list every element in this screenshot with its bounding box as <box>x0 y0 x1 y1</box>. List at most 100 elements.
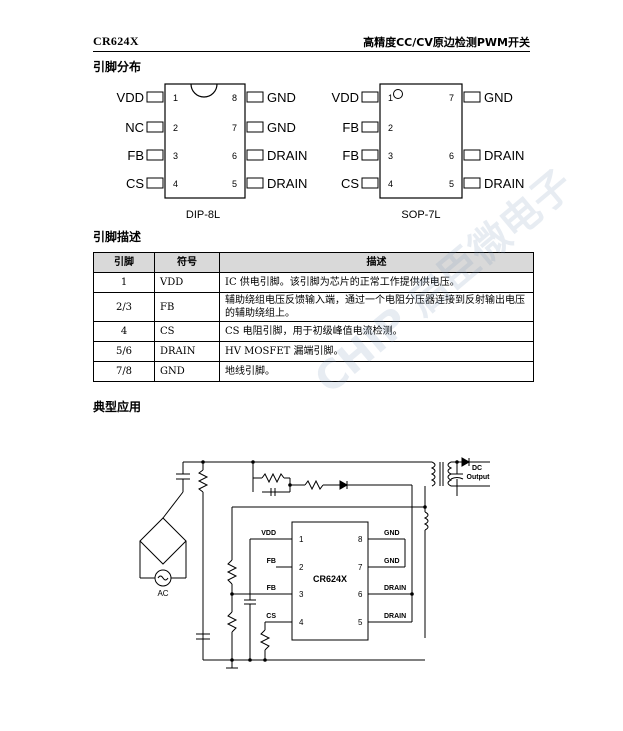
chip-pin-name: DRAIN <box>384 585 406 592</box>
sop7-pin-num: 3 <box>388 151 393 161</box>
pin-cell: 5/6 <box>93 341 155 362</box>
col-pin: 引脚 <box>93 252 155 273</box>
sop7-pin-num: 5 <box>449 179 454 189</box>
dip8-pin-name: DRAIN <box>267 176 307 191</box>
sop7-pin-num: 7 <box>449 93 454 103</box>
section-pin-description: 引脚描述 <box>93 230 142 244</box>
application-circuit: CR624X AC DC Output 1VDD2FB3FB4CS8GND7GN… <box>139 457 491 669</box>
chip-pin-num: 1 <box>299 535 304 544</box>
chip-label: CR624X <box>313 574 347 584</box>
sop7-pin-name: VDD <box>332 90 359 105</box>
dip8-pad-1 <box>146 91 164 103</box>
symbol-cell: GND <box>154 361 220 382</box>
dip8-pad-5 <box>246 177 264 189</box>
chip-pin-name: FB <box>267 558 276 565</box>
dip8-pin-name: CS <box>126 176 144 191</box>
sop7-pad-5 <box>463 177 481 189</box>
dip8-pin-name: GND <box>267 120 296 135</box>
dip8-pad-4 <box>146 177 164 189</box>
sop7-pad-7 <box>463 91 481 103</box>
table-row: 4 CS CS 电阻引脚，用于初级峰值电流检测。 <box>93 321 534 342</box>
dip8-pin-num: 7 <box>232 123 237 133</box>
sop7-label: SOP-7L <box>401 209 440 221</box>
table-header-row: 引脚 符号 描述 <box>93 252 534 273</box>
dip8-pin-num: 4 <box>173 179 178 189</box>
table-row: 7/8 GND 地线引脚。 <box>93 361 534 382</box>
desc-cell: 地线引脚。 <box>219 361 534 382</box>
sop7-pin-num: 6 <box>449 151 454 161</box>
chip-pin-name: GND <box>384 530 400 537</box>
desc-cell: 辅助绕组电压反馈输入端，通过一个电阻分压器连接到反射输出电压的辅助绕组上。 <box>219 292 534 322</box>
sop7-pin-name: CS <box>341 176 359 191</box>
table-row: 2/3 FB 辅助绕组电压反馈输入端，通过一个电阻分压器连接到反射输出电压的辅助… <box>93 292 534 322</box>
pin-description-table: 引脚 符号 描述 1 VDD IC 供电引脚。该引脚为芯片的正常工作提供供电压。… <box>93 252 534 382</box>
sop7-pin-name: DRAIN <box>484 148 524 163</box>
dip8-pad-7 <box>246 121 264 133</box>
chip-pin-num: 4 <box>299 618 304 627</box>
symbol-cell: FB <box>154 292 220 322</box>
col-symbol: 符号 <box>154 252 220 273</box>
pin-cell: 2/3 <box>93 292 155 322</box>
ac-label: AC <box>157 589 168 598</box>
desc-cell: CS 电阻引脚，用于初级峰值电流检测。 <box>219 321 534 342</box>
chip-pin-num: 3 <box>299 590 304 599</box>
chip-pin-num: 2 <box>299 563 304 572</box>
chip-pin-num: 8 <box>358 535 363 544</box>
dip8-pad-3 <box>146 149 164 161</box>
chip-pin-name: FB <box>267 585 276 592</box>
desc-cell: HV MOSFET 漏端引脚。 <box>219 341 534 362</box>
table-row: 1 VDD IC 供电引脚。该引脚为芯片的正常工作提供供电压。 <box>93 272 534 293</box>
pin-cell: 1 <box>93 272 155 293</box>
section-pin-layout: 引脚分布 <box>93 60 142 74</box>
sop7-pin-num: 1 <box>388 93 393 103</box>
sop7-pin-num: 2 <box>388 123 393 133</box>
doc-code: CR624X <box>93 34 139 48</box>
sop7-pad-1 <box>361 91 379 103</box>
sop7-pin-name: DRAIN <box>484 176 524 191</box>
chip-pin-num: 5 <box>358 618 363 627</box>
doc-title: 高精度CC/CV原边检测PWM开关 <box>363 36 530 49</box>
sop7-pad-4 <box>361 177 379 189</box>
symbol-cell: VDD <box>154 272 220 293</box>
dip8-pad-2 <box>146 121 164 133</box>
page-header: CR624X 高精度CC/CV原边检测PWM开关 <box>93 34 530 52</box>
dip8-pin-name: FB <box>127 148 144 163</box>
section-typical-application: 典型应用 <box>93 400 142 414</box>
dip8-pin-name: VDD <box>117 90 144 105</box>
desc-cell: IC 供电引脚。该引脚为芯片的正常工作提供供电压。 <box>219 272 534 293</box>
sop7-pad-6 <box>463 149 481 161</box>
dip8-pin-name: DRAIN <box>267 148 307 163</box>
chip-pin-num: 7 <box>358 563 363 572</box>
symbol-cell: DRAIN <box>154 341 220 362</box>
dip8-pad-6 <box>246 149 264 161</box>
dip8-pin-num: 5 <box>232 179 237 189</box>
dip8-pin-num: 3 <box>173 151 178 161</box>
chip-pin-num: 6 <box>358 590 363 599</box>
sop7-pin-name: FB <box>342 148 359 163</box>
dip8-label: DIP-8L <box>186 209 220 221</box>
dip8-pin-name: GND <box>267 90 296 105</box>
dip8-pin-name: NC <box>125 120 144 135</box>
pin-cell: 4 <box>93 321 155 342</box>
dip8-pin-num: 2 <box>173 123 178 133</box>
dip8-pin-num: 8 <box>232 93 237 103</box>
chip-pin-name: VDD <box>261 530 276 537</box>
sop7-pad-2 <box>361 121 379 133</box>
table-row: 5/6 DRAIN HV MOSFET 漏端引脚。 <box>93 341 534 362</box>
dip8-pad-8 <box>246 91 264 103</box>
symbol-cell: CS <box>154 321 220 342</box>
dip8-pin-num: 6 <box>232 151 237 161</box>
sop7-pin-name: FB <box>342 120 359 135</box>
sop7-pin-name: GND <box>484 90 513 105</box>
chip-pin-name: GND <box>384 558 400 565</box>
dc-output-label: DC Output <box>467 465 491 481</box>
chip-pin-name: DRAIN <box>384 613 406 620</box>
pin-cell: 7/8 <box>93 361 155 382</box>
sop7-pad-3 <box>361 149 379 161</box>
chip-pin-name: CS <box>266 613 276 620</box>
sop7-pin-num: 4 <box>388 179 393 189</box>
col-description: 描述 <box>219 252 534 273</box>
